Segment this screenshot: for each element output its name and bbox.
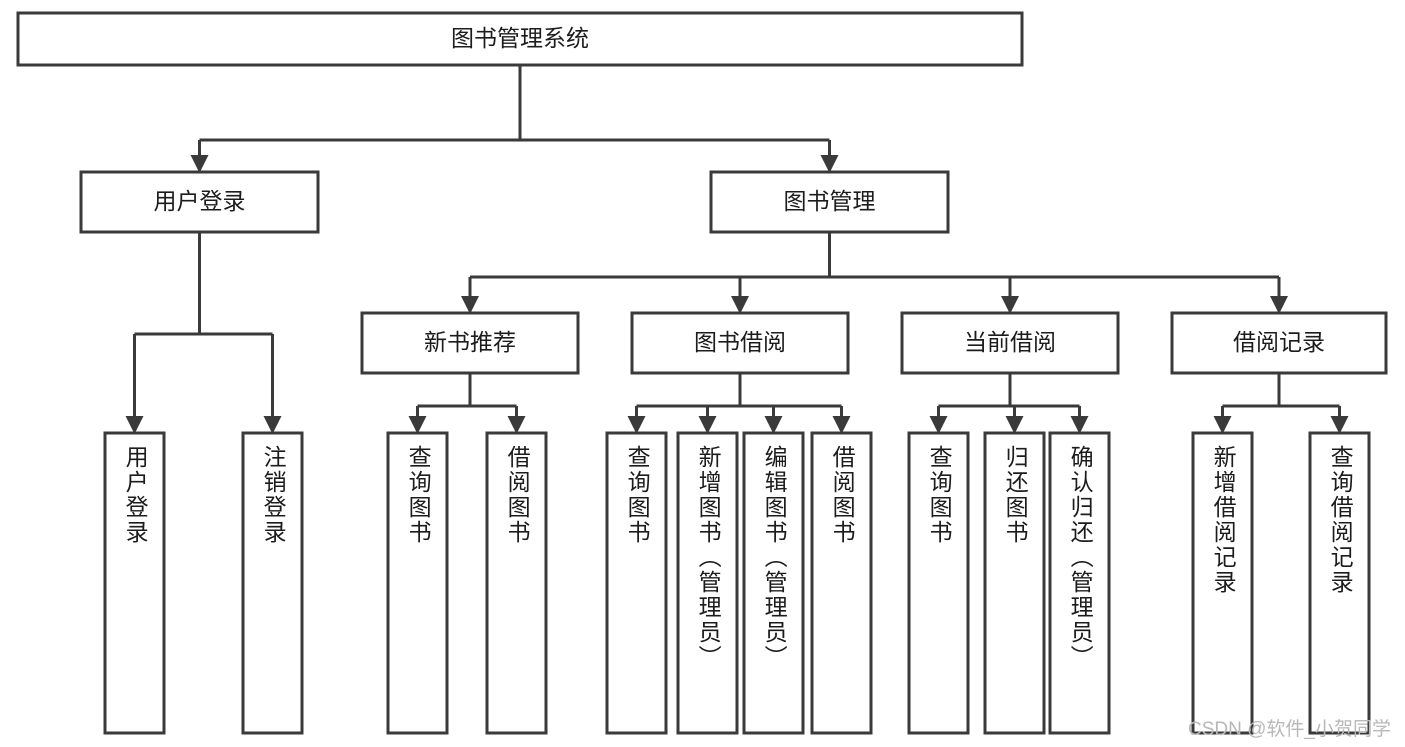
borrow-record-arrow-1 [1330, 416, 1349, 434]
new-book-recommend-arrow-1 [507, 416, 526, 434]
level3-node-borrow-record-label: 借阅记录 [1233, 329, 1325, 355]
level3-node-current-borrow[interactable]: 当前借阅 [900, 311, 1120, 375]
leaf-node-edit-book-admin[interactable] [742, 431, 805, 735]
level3-node-borrow-record[interactable]: 借阅记录 [1170, 311, 1388, 375]
leaf-box-confirm-return-admin[interactable] [1048, 431, 1111, 735]
user-login-arrow-0 [125, 416, 144, 434]
leaf-node-query-book-recommend[interactable] [386, 431, 449, 735]
leaf-box-query-book-current[interactable] [907, 431, 970, 735]
leaf-box-borrow-book-action[interactable] [810, 431, 873, 735]
new-book-recommend-arrow-0 [408, 416, 427, 434]
leaf-box-add-borrow-record[interactable] [1191, 431, 1254, 735]
book-management-arrow-2 [1001, 296, 1019, 314]
leaf-box-query-book-recommend[interactable] [386, 431, 449, 735]
level2-node-user-login-box[interactable] [79, 170, 320, 234]
root-arrow-1 [820, 155, 839, 173]
book-management-arrow-3 [1270, 296, 1288, 314]
leaf-node-borrow-book-action[interactable] [810, 431, 873, 735]
level3-node-new-book-recommend-label: 新书推荐 [424, 329, 516, 355]
book-management-arrow-0 [461, 296, 479, 314]
leaf-box-add-book-admin[interactable] [676, 431, 739, 735]
book-borrow-arrow-3 [832, 416, 851, 434]
connector-layer [125, 65, 1349, 434]
current-borrow-arrow-2 [1070, 416, 1089, 434]
leaf-box-user-login-action[interactable] [103, 431, 166, 735]
level3-node-current-borrow-box[interactable] [900, 311, 1120, 375]
level2-node-book-management[interactable]: 图书管理 [709, 170, 950, 234]
level2-node-book-management-label: 图书管理 [784, 188, 876, 214]
leaf-node-add-book-admin[interactable] [676, 431, 739, 735]
root-node-book-management-system-label: 图书管理系统 [451, 25, 589, 51]
book-borrow-arrow-0 [627, 416, 646, 434]
level3-node-book-borrow[interactable]: 图书借阅 [630, 311, 850, 375]
leaf-node-user-login-action[interactable] [103, 431, 166, 735]
current-borrow-arrow-1 [1005, 416, 1024, 434]
book-borrow-arrow-1 [698, 416, 717, 434]
leaf-node-add-borrow-record[interactable] [1191, 431, 1254, 735]
leaf-box-return-book[interactable] [983, 431, 1046, 735]
level3-node-book-borrow-label: 图书借阅 [694, 329, 786, 355]
watermark: CSDN @软件_小贺同学 [1188, 719, 1391, 740]
level3-node-new-book-recommend-box[interactable] [360, 311, 580, 375]
borrow-record-arrow-0 [1213, 416, 1232, 434]
level2-node-user-login[interactable]: 用户登录 [79, 170, 320, 234]
leaf-node-confirm-return-admin[interactable] [1048, 431, 1111, 735]
leaf-node-query-book-current[interactable] [907, 431, 970, 735]
leaf-box-borrow-book-recommend[interactable] [485, 431, 548, 735]
leaf-box-edit-book-admin[interactable] [742, 431, 805, 735]
root-node-book-management-system[interactable]: 图书管理系统 [16, 11, 1024, 67]
leaf-node-query-borrow-record[interactable] [1308, 431, 1371, 735]
leaf-box-query-borrow-record[interactable] [1308, 431, 1371, 735]
leaf-box-user-logout-action[interactable] [241, 431, 304, 735]
leaf-node-return-book[interactable] [983, 431, 1046, 735]
leaf-node-borrow-book-recommend[interactable] [485, 431, 548, 735]
current-borrow-arrow-0 [929, 416, 948, 434]
leaf-box-query-book-borrow[interactable] [605, 431, 668, 735]
root-node-book-management-system-box[interactable] [16, 11, 1024, 67]
book-borrow-arrow-2 [764, 416, 783, 434]
level2-node-book-management-box[interactable] [709, 170, 950, 234]
level3-node-borrow-record-box[interactable] [1170, 311, 1388, 375]
level2-node-user-login-label: 用户登录 [154, 188, 246, 214]
leaf-node-user-logout-action[interactable] [241, 431, 304, 735]
level3-node-book-borrow-box[interactable] [630, 311, 850, 375]
book-management-arrow-1 [731, 296, 749, 314]
leaf-node-query-book-borrow[interactable] [605, 431, 668, 735]
level3-node-new-book-recommend[interactable]: 新书推荐 [360, 311, 580, 375]
user-login-arrow-1 [263, 416, 282, 434]
root-arrow-0 [190, 155, 209, 173]
level3-node-current-borrow-label: 当前借阅 [964, 329, 1056, 355]
